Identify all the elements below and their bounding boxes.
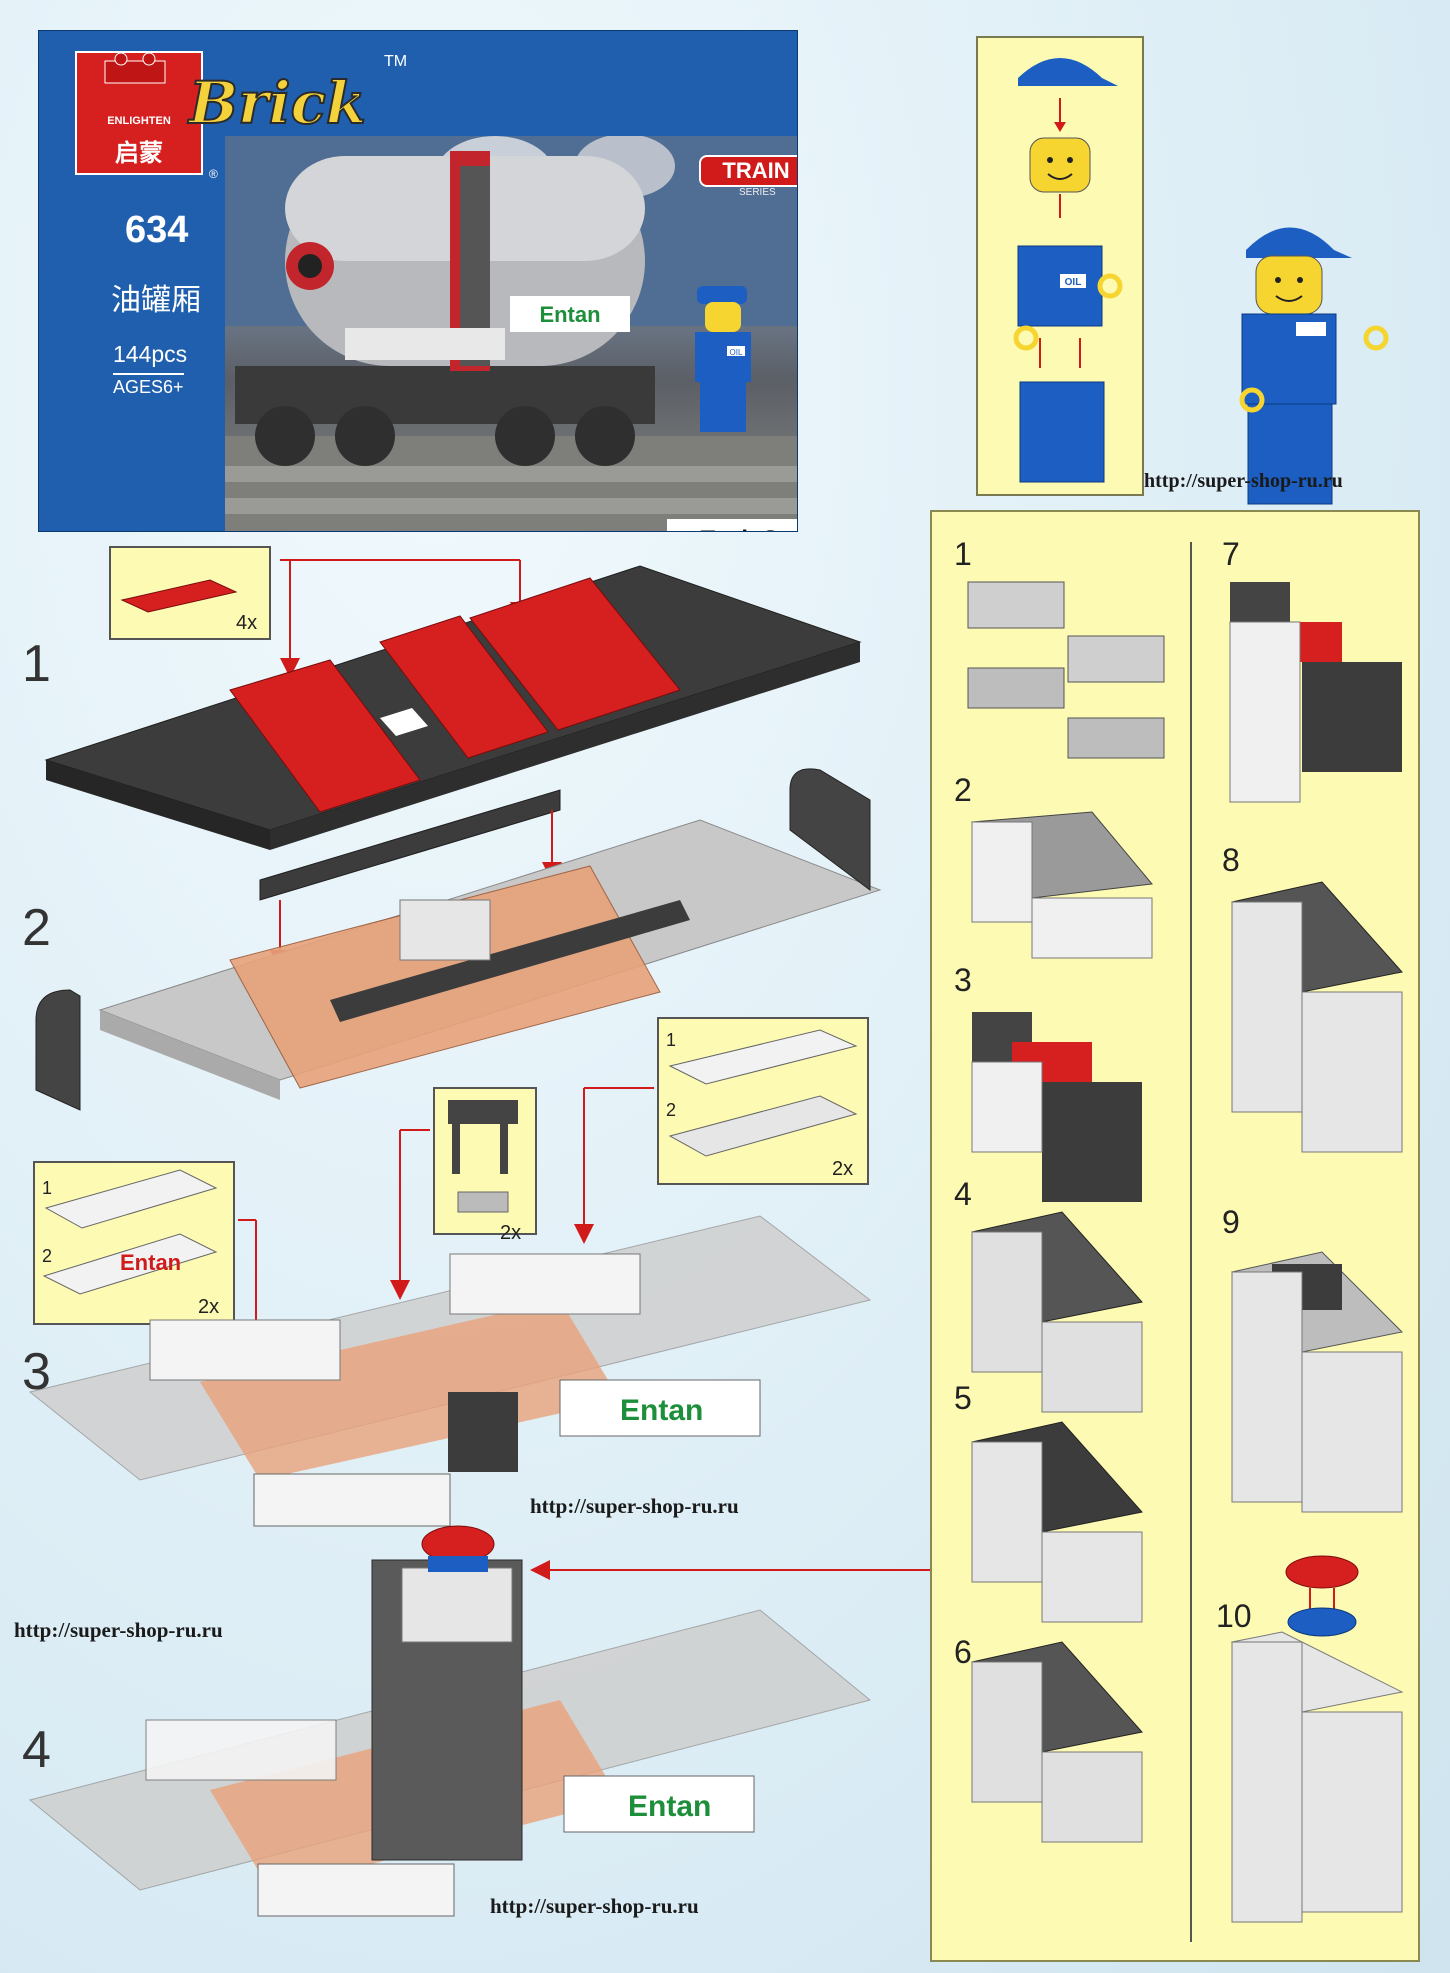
substep-2-art [971, 811, 1153, 959]
substep-8-number: 8 [1222, 842, 1240, 878]
callout-right-step1: 1 [666, 1030, 677, 1050]
substep-3-number: 3 [954, 962, 972, 998]
step-4-number: 4 [22, 1721, 51, 1779]
callout-left-qty: 2x [198, 1296, 220, 1318]
substep-5-number: 5 [954, 1380, 972, 1416]
url-minifig[interactable]: http://super-shop-ru.ru [1144, 470, 1343, 492]
substep-6-art [971, 1641, 1143, 1843]
brand-logo: ENLIGHTEN 启蒙 [75, 51, 203, 175]
substep-4-number: 4 [954, 1176, 972, 1212]
step1-red-bracket-3 [469, 577, 681, 731]
step3-logo-text: Entan [620, 1394, 703, 1427]
substep-7-art [1229, 582, 1402, 803]
brand-cn-text: 启蒙 [115, 140, 163, 167]
step4-logo-panel [563, 1775, 755, 1833]
step1-callout-qty: 4x [236, 612, 258, 634]
substep-10-art [1230, 1555, 1404, 1923]
registered-mark: ® [209, 167, 218, 181]
substep-8-art [1231, 881, 1403, 1153]
piece-count: 144pcs [113, 341, 188, 367]
step-3-number: 3 [22, 1343, 51, 1401]
step4-logo-text: Entan [628, 1790, 711, 1823]
set-number: 634 [125, 209, 189, 251]
callout-right-qty: 2x [832, 1158, 854, 1180]
substep-1-art [967, 581, 1165, 759]
substep-2-number: 2 [954, 772, 972, 808]
step3-dark-stack [448, 1392, 518, 1472]
age-rating: AGES6+ [113, 373, 184, 398]
callout-left-step1: 1 [42, 1178, 53, 1198]
step3-container-panel [253, 1473, 451, 1527]
step2-light-brick [399, 899, 491, 961]
substep-7-number: 7 [1222, 536, 1240, 572]
step3-white-panel-left [149, 1319, 341, 1381]
substep-10-number: 10 [1216, 1598, 1252, 1634]
substep-4-art [971, 1211, 1143, 1413]
step3-logo-panel [559, 1379, 761, 1437]
callout-left-step2: 2 [42, 1246, 53, 1266]
step-2-number: 2 [22, 899, 51, 957]
callout-mid-qty: 2x [500, 1222, 522, 1244]
brand-small-text: ENLIGHTEN [107, 115, 171, 127]
series-sub-label: SERIES [739, 187, 776, 198]
callout-right-step2: 2 [666, 1100, 677, 1120]
step1-red-plate [120, 579, 238, 613]
substep-3-art [971, 1012, 1142, 1202]
train-series-badge: TRAIN [699, 155, 797, 187]
box-cover: Entan OIL ENLIGHTEN 启蒙 Brick TM ® 634 油罐… [38, 30, 798, 532]
brand-title: Brick [188, 68, 367, 138]
substep-1-number: 1 [954, 536, 972, 572]
url-bottom[interactable]: http://super-shop-ru.ru [490, 1894, 699, 1918]
torso-badge-text: OIL [1065, 277, 1082, 288]
url-mid[interactable]: http://super-shop-ru.ru [530, 1494, 739, 1518]
substep-9-art [1231, 1251, 1404, 1513]
step2-dark-plate [259, 789, 561, 901]
step2-left-railing [35, 989, 81, 1111]
product-caption: Tank Car [667, 519, 797, 531]
step2-right-railing [789, 768, 871, 891]
head-part [1029, 137, 1091, 193]
minifig-panel: OIL [976, 36, 1144, 496]
substep-9-number: 9 [1222, 1204, 1240, 1240]
step-1-number: 1 [22, 635, 51, 693]
tank-sub-assembly-panel: 1 2 3 4 5 6 7 8 9 10 [930, 510, 1420, 1962]
trademark-mark: TM [384, 53, 408, 70]
sub-panel-divider [1190, 542, 1192, 1942]
step3-white-panel-right [449, 1253, 641, 1315]
step1-red-bracket-2 [379, 615, 549, 759]
substep-6-number: 6 [954, 1634, 972, 1670]
set-name-cn: 油罐厢 [111, 284, 201, 317]
step1-red-bracket-1 [229, 659, 421, 813]
url-left[interactable]: http://super-shop-ru.ru [14, 1618, 223, 1642]
legs-part [1019, 381, 1105, 483]
tank-logo-text: Entan [539, 302, 600, 327]
substep-5-art [971, 1421, 1143, 1623]
callout-left-logo: Entan [120, 1250, 181, 1275]
cap-part [1018, 58, 1118, 86]
minifig-badge-text: OIL [730, 348, 743, 357]
